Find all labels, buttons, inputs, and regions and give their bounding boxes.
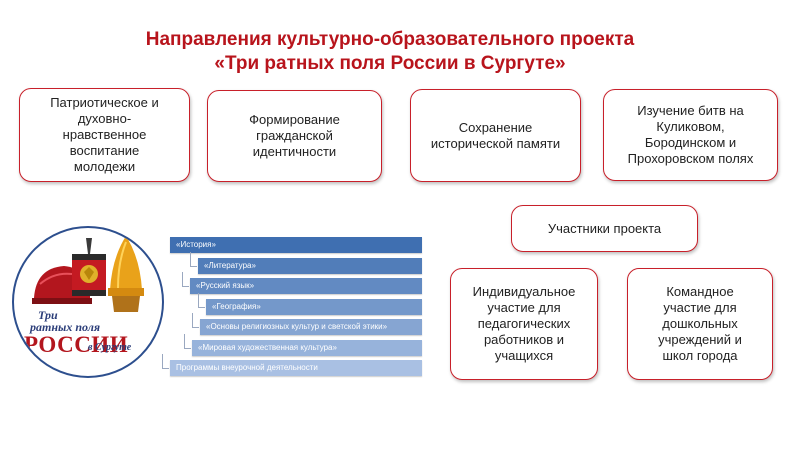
subject-bar: «История» [170, 237, 422, 253]
subjects-list: «История» «Литература» «Русский язык» «Г… [162, 237, 422, 382]
subject-connector [198, 293, 205, 308]
direction-label: Изучение битв на Куликовом, Бородинском … [627, 103, 754, 166]
logo-text-line-2: ратных поля [30, 320, 101, 334]
participants-header-box: Участники проекта [511, 205, 698, 252]
logo-text-line-3: РОССИИ [24, 332, 129, 357]
subject-bar: «Литература» [198, 258, 422, 274]
participants-individual-label: Индивидуальное участие для педагогически… [472, 284, 576, 363]
page-title: Направления культурно-образовательного п… [90, 28, 690, 76]
direction-box-patriotic: Патриотическое и духовно- нравственное в… [19, 88, 190, 182]
subject-bar: «Мировая художественная культура» [192, 340, 422, 356]
direction-box-battles-study: Изучение битв на Куликовом, Бородинском … [603, 89, 778, 181]
subject-bar: Программы внеурочной деятельности [170, 360, 422, 376]
subject-connector [162, 354, 169, 369]
project-logo: Три ратных поля РОССИИ в Сургуте [12, 226, 164, 378]
subject-connector [190, 252, 197, 267]
title-line-1: Направления культурно-образовательного п… [145, 29, 635, 50]
direction-label: Патриотическое и духовно- нравственное в… [50, 95, 159, 174]
logo-text-line-4: в Сургуте [88, 342, 132, 353]
logo-artwork [32, 230, 144, 312]
subject-bar: «Основы религиозных культур и светской э… [200, 319, 422, 335]
logo-text-line-1: Три [38, 308, 58, 322]
direction-label: Формирование гражданской идентичности [249, 112, 340, 159]
participants-individual-box: Индивидуальное участие для педагогически… [450, 268, 598, 380]
subject-connector [184, 334, 191, 349]
direction-box-civic-identity: Формирование гражданской идентичности [207, 90, 382, 182]
subject-connector [182, 272, 189, 287]
direction-box-historical-memory: Сохранение исторической памяти [410, 89, 581, 182]
subject-bar: «География» [206, 299, 422, 315]
participants-team-label: Командное участие для дошкольных учрежде… [658, 284, 742, 363]
subject-connector [192, 313, 199, 328]
participants-header: Участники проекта [547, 220, 662, 236]
subject-bar: «Русский язык» [190, 278, 422, 294]
title-line-2: «Три ратных поля России в Сургуте» [214, 53, 566, 74]
participants-team-box: Командное участие для дошкольных учрежде… [627, 268, 773, 380]
direction-label: Сохранение исторической памяти [430, 119, 561, 151]
